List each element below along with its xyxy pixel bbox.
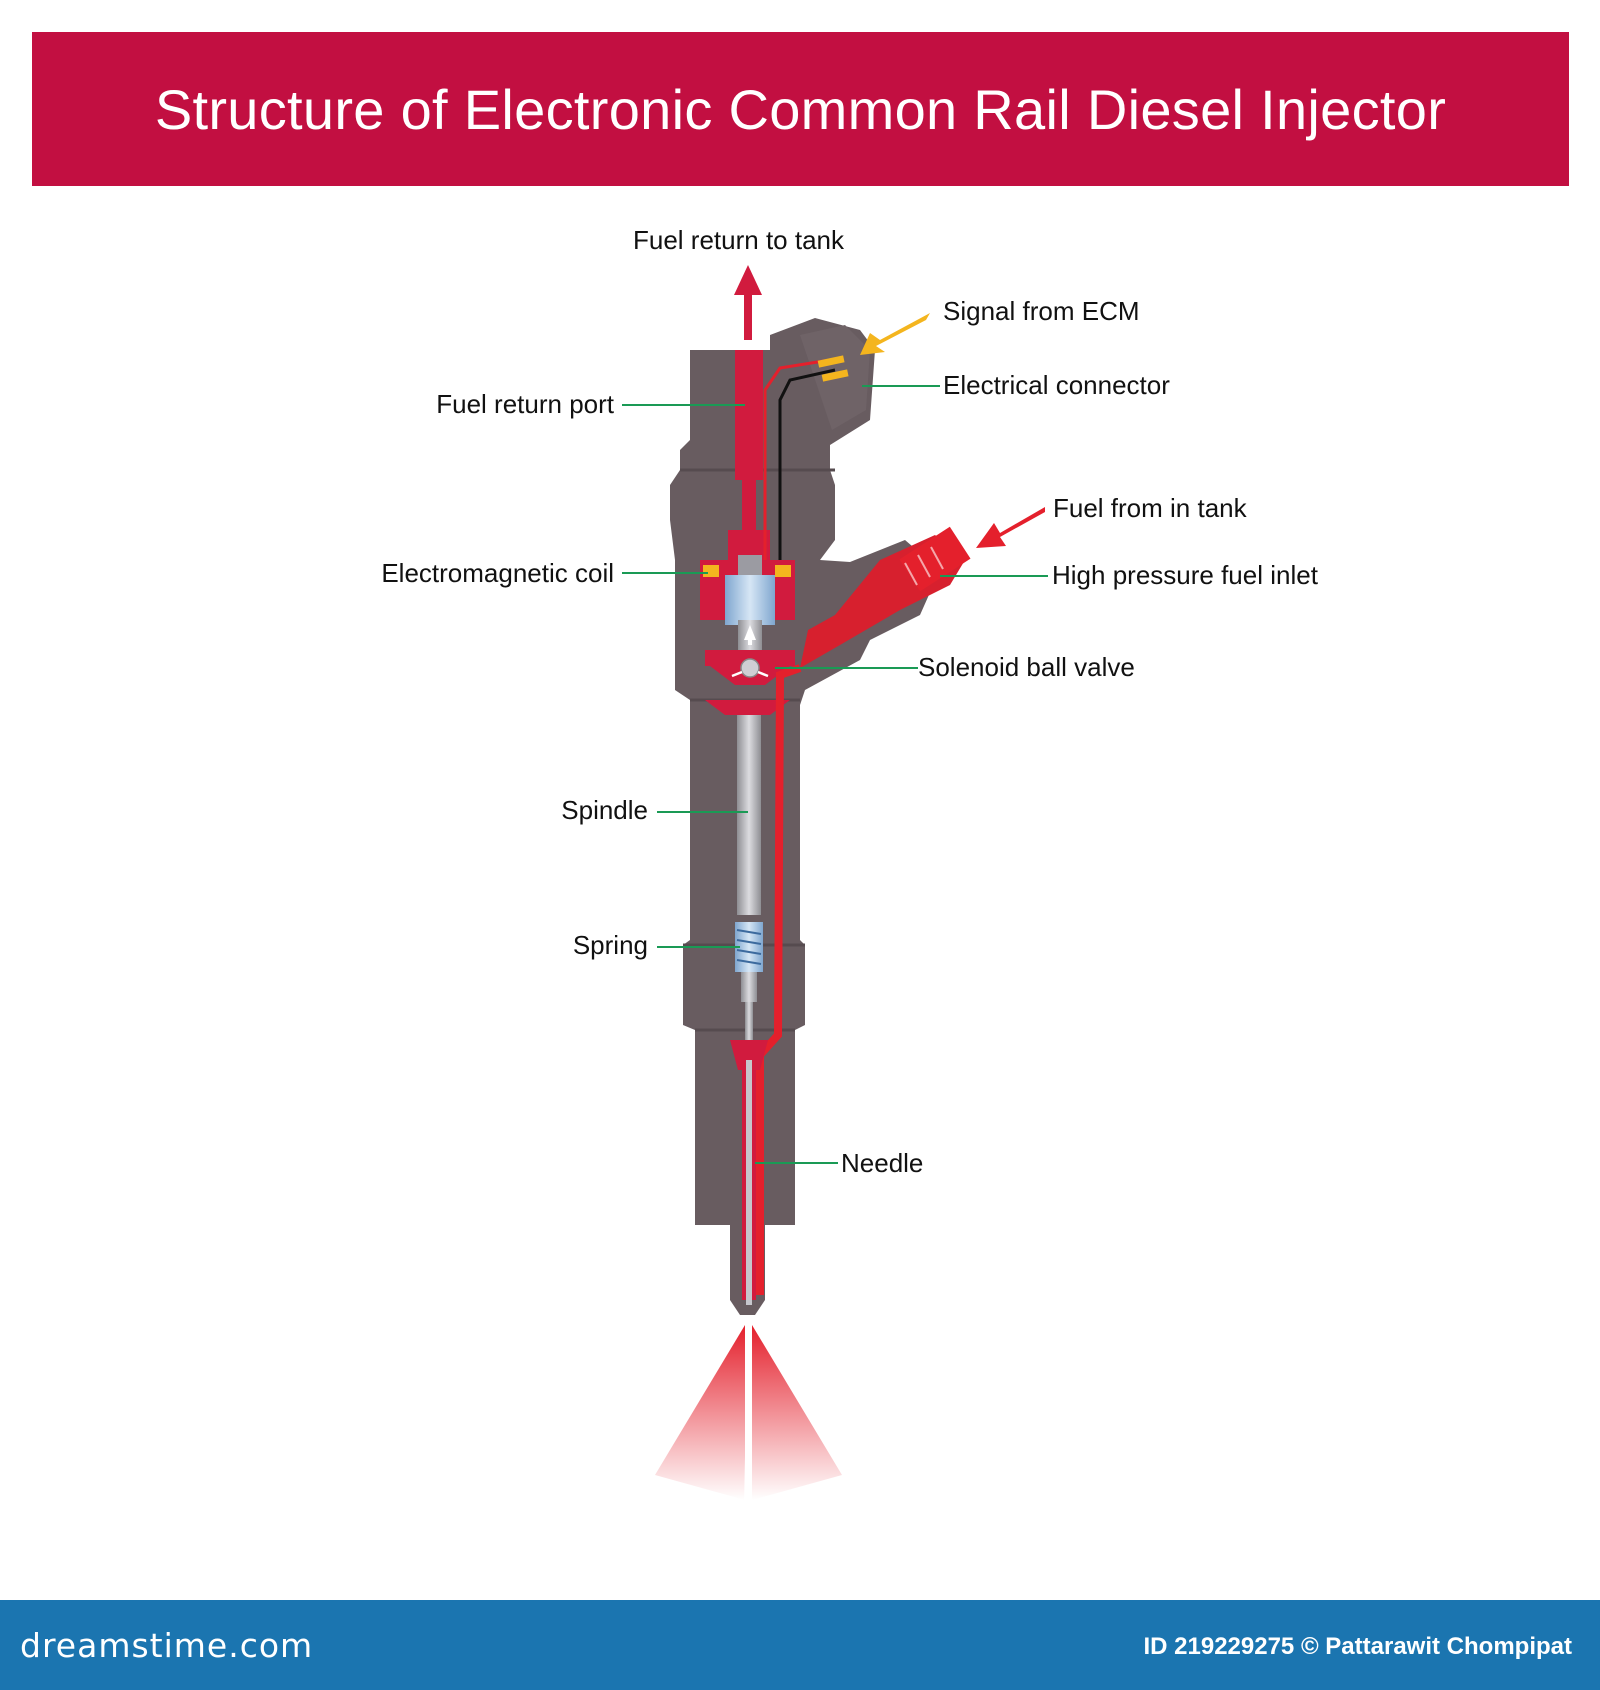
connector-pins [817,355,849,382]
spring [735,922,763,1002]
coil-chamber [700,555,795,650]
label-solenoid-ball-valve: Solenoid ball valve [918,652,1135,682]
footer-brand[interactable]: dreamstime.com [20,1626,314,1665]
signal-arrow [860,313,930,355]
fuel-inlet-arrow [976,507,1045,548]
solenoid-valve [705,650,795,715]
label-electrical-connector: Electrical connector [943,370,1170,400]
label-signal-from-ecm: Signal from ECM [943,296,1140,326]
title-banner: Structure of Electronic Common Rail Dies… [32,32,1569,186]
label-spindle: Spindle [561,795,648,825]
needle [730,1040,768,1305]
high-pressure-inlet [756,526,971,1295]
label-electromagnetic-coil: Electromagnetic coil [381,558,614,588]
label-fuel-return-port: Fuel return port [436,389,614,419]
electrical-wires [763,358,836,570]
diagram-title: Structure of Electronic Common Rail Dies… [154,77,1447,141]
label-fuel-from-in-tank: Fuel from in tank [1053,493,1247,523]
fuel-return-arrow [734,265,762,340]
footer-credit: ID 219229275 © Pattarawit Chompipat [1143,1633,1572,1660]
label-high-pressure-fuel-inlet: High pressure fuel inlet [1052,560,1318,590]
spindle [737,715,761,1045]
leader-lines [622,385,1048,1164]
footer-bar: dreamstime.com ID 219229275 © Pattarawit… [0,1600,1600,1690]
label-spring: Spring [572,930,648,960]
label-fuel-return-to-tank: Fuel return to tank [633,225,844,255]
label-needle: Needle [841,1148,924,1178]
fuel-spray [655,1325,842,1500]
